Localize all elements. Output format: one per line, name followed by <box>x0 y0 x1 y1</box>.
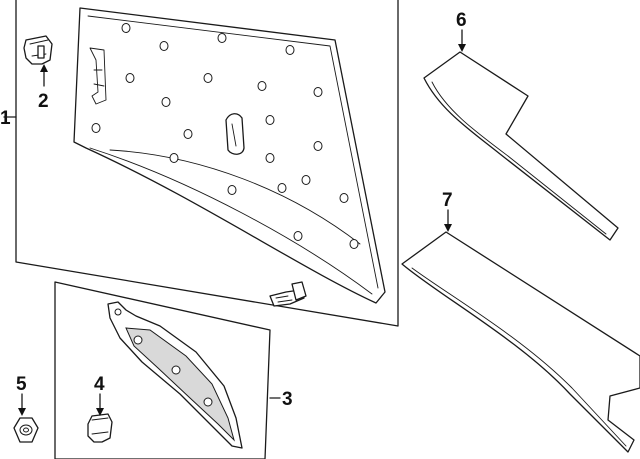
nut-part-5[interactable] <box>13 417 39 443</box>
callout-7: 7 <box>442 190 453 211</box>
part-1-group-frame <box>3 0 399 327</box>
clip-part-2[interactable] <box>23 35 53 65</box>
part-3-group-frame <box>54 281 281 459</box>
callout-5: 5 <box>16 374 27 395</box>
panel-holes <box>91 23 359 249</box>
pillar-trim-part-3[interactable] <box>107 301 243 449</box>
callout-4: 4 <box>94 374 105 395</box>
molding-part-7[interactable] <box>401 231 640 453</box>
callout-3: 3 <box>282 389 293 410</box>
callout-6: 6 <box>456 10 467 31</box>
trim-panel-part-1[interactable] <box>73 7 386 304</box>
molding-part-6[interactable] <box>423 51 619 241</box>
callout-2: 2 <box>38 91 49 112</box>
clip-part-4[interactable] <box>87 413 113 443</box>
leader-arrows <box>18 29 466 416</box>
screw-fastener[interactable] <box>269 281 307 307</box>
callout-1: 1 <box>0 108 11 129</box>
